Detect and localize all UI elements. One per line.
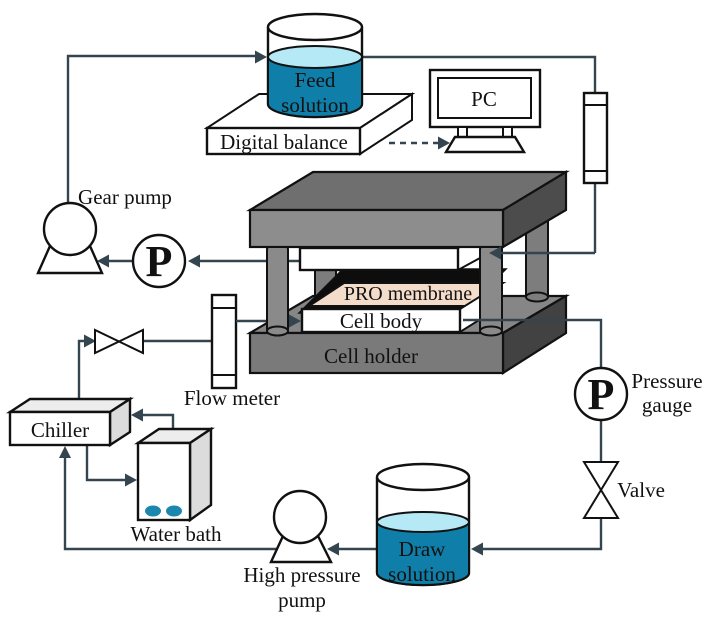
feed-solution-beaker: Feed solution bbox=[266, 12, 364, 119]
hp-pump-label-line1: High pressure bbox=[243, 563, 360, 587]
feed-beaker-rim bbox=[266, 12, 364, 42]
pressure-gauge-letter: P bbox=[588, 370, 615, 419]
left-valve-left-triangle bbox=[94, 328, 122, 355]
pipes-under bbox=[59, 50, 603, 556]
pipe-bath-to-chiller bbox=[143, 413, 175, 430]
arrow-into-pc-icon bbox=[438, 136, 450, 150]
right-tube-body bbox=[582, 91, 609, 185]
water-bath-right-face bbox=[188, 426, 213, 523]
pc-screen bbox=[437, 77, 532, 119]
pc-stand-left bbox=[457, 126, 468, 138]
hp-pump-head bbox=[272, 489, 328, 545]
pipes-over bbox=[463, 246, 603, 368]
pressure-gauge-circle bbox=[573, 366, 629, 422]
right-valve-bottom-triangle bbox=[582, 488, 620, 519]
cell-body-label: Cell body bbox=[340, 309, 423, 333]
press-column-front-left bbox=[266, 246, 289, 332]
arrow-into-bath-icon bbox=[125, 473, 137, 487]
hp-pump-label-line2: pump bbox=[278, 588, 326, 612]
arrow-into-gauge-left-icon bbox=[188, 254, 200, 268]
arrow-into-hp-pump-icon bbox=[327, 542, 339, 556]
press-column-front-right bbox=[479, 246, 503, 332]
pressure-gauge-label-line1: Pressure bbox=[631, 369, 702, 393]
chiller-label: Chiller bbox=[31, 418, 89, 442]
pipe-cell-to-pressure-gauge bbox=[463, 318, 603, 368]
digital-balance-label: Digital balance bbox=[220, 130, 348, 154]
high-pressure-pump: High pressure pump bbox=[243, 489, 361, 612]
left-valve bbox=[94, 328, 144, 355]
press-column-front-left-foot bbox=[266, 325, 289, 337]
flow-meter: Flow meter bbox=[184, 293, 280, 410]
arrow-into-left-valve-icon bbox=[84, 334, 96, 348]
arrow-into-cell-right-icon bbox=[489, 246, 501, 260]
membrane-cell-press: Cell holder PRO membrane Cell body bbox=[236, 170, 571, 376]
pipe-feed-to-cell bbox=[362, 55, 597, 253]
arrow-into-gear-pump-icon bbox=[97, 254, 109, 268]
right-valve-top-triangle bbox=[582, 461, 620, 492]
feed-label-line1: Feed bbox=[295, 68, 336, 92]
gear-pump-label: Gear pump bbox=[78, 185, 172, 209]
top-plate-front-face bbox=[248, 208, 505, 249]
water-bath-label: Water bath bbox=[130, 522, 222, 546]
chiller: Chiller bbox=[5, 396, 135, 448]
chiller-front-face bbox=[8, 410, 112, 447]
draw-label-line1: Draw bbox=[399, 537, 446, 561]
pro-membrane-label: PRO membrane bbox=[344, 283, 472, 305]
arrow-into-cell-body-icon bbox=[289, 314, 301, 328]
cell-holder-label: Cell holder bbox=[324, 344, 418, 368]
gear-pump-head bbox=[42, 201, 98, 257]
flow-meter-label: Flow meter bbox=[184, 386, 280, 410]
pipe-pump-to-chiller bbox=[63, 457, 277, 551]
pressure-gauge-label-line2: gauge bbox=[642, 393, 692, 417]
draw-liquid bbox=[376, 522, 470, 586]
pump-gauge-circle bbox=[131, 233, 187, 289]
feed-liquid bbox=[267, 57, 363, 118]
pc-base bbox=[443, 135, 527, 154]
right-flow-tube bbox=[582, 91, 609, 185]
press-column-back-right-foot bbox=[525, 291, 549, 303]
press-column-front-right-foot bbox=[479, 325, 503, 337]
pipe-chiller-to-bath bbox=[85, 445, 125, 482]
pressure-gauge: P Pressure gauge bbox=[573, 366, 703, 422]
arrow-into-draw-beaker-icon bbox=[471, 542, 483, 556]
feed-liquid-surface bbox=[267, 45, 363, 69]
pc-stand-right bbox=[502, 126, 513, 138]
draw-label-line2: solution bbox=[388, 562, 456, 586]
valve-label: Valve bbox=[617, 478, 665, 502]
pump-pressure-indicator: P bbox=[131, 233, 187, 289]
draw-liquid-surface bbox=[376, 511, 470, 533]
pipe-valve-to-beaker bbox=[483, 518, 603, 551]
cell-body-front-face bbox=[300, 307, 462, 334]
upper-platen-front-face bbox=[298, 246, 460, 272]
water-bath-front-face bbox=[136, 441, 192, 522]
pipe-pump-to-feed bbox=[66, 54, 255, 203]
feed-label-line2: solution bbox=[281, 93, 349, 117]
left-valve-right-triangle bbox=[116, 328, 144, 355]
right-valve: Valve bbox=[582, 461, 665, 519]
draw-beaker-rim bbox=[375, 462, 471, 492]
draw-solution-beaker: Draw solution bbox=[375, 462, 471, 587]
pipe-chiller-to-valve bbox=[77, 339, 84, 400]
arrow-into-chiller-right-icon bbox=[131, 408, 143, 422]
arrow-into-chiller-bottom-icon bbox=[59, 446, 71, 458]
water-bath: Water bath bbox=[130, 426, 222, 546]
flow-meter-body bbox=[210, 293, 238, 390]
water-bath-indicator-right-icon bbox=[166, 505, 182, 517]
pump-gauge-letter: P bbox=[146, 237, 173, 286]
gear-pump: Gear pump bbox=[36, 185, 172, 275]
balance-front-face bbox=[205, 126, 362, 156]
pc-computer: PC bbox=[428, 68, 542, 154]
arrow-into-feed-beaker-icon bbox=[255, 50, 267, 64]
pc-label: PC bbox=[471, 87, 497, 111]
water-bath-indicator-left-icon bbox=[145, 505, 161, 517]
